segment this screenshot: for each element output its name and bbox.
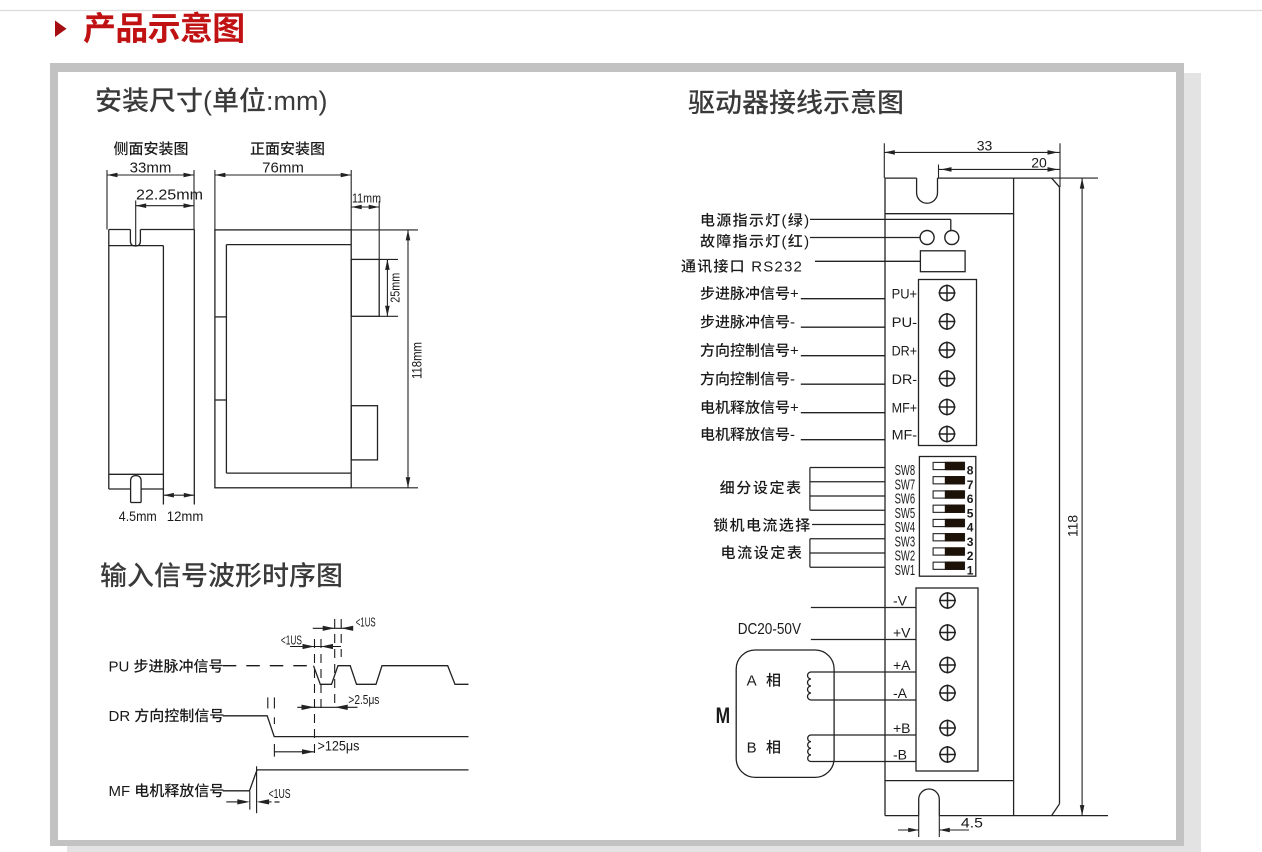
svg-text:): ) (804, 213, 810, 230)
svg-text:MF+: MF+ (892, 400, 918, 416)
svg-text:-A: -A (893, 685, 908, 701)
svg-text:DR-: DR- (892, 371, 918, 387)
svg-text:1: 1 (967, 563, 974, 577)
svg-text:PU+: PU+ (892, 286, 918, 302)
svg-text:118: 118 (1065, 515, 1081, 538)
svg-text:SW3: SW3 (895, 533, 916, 550)
svg-text:MF-: MF- (892, 427, 918, 443)
svg-text:DC20-50V: DC20-50V (738, 621, 802, 638)
svg-text:(: ( (782, 213, 788, 230)
svg-text:5: 5 (967, 506, 974, 520)
svg-text:B: B (747, 740, 757, 757)
svg-text:6: 6 (967, 492, 974, 506)
svg-text:2: 2 (967, 549, 974, 563)
svg-text:SW7: SW7 (895, 476, 916, 493)
svg-text:-B: -B (893, 747, 907, 763)
svg-text:-V: -V (893, 593, 908, 609)
svg-text::mm): :mm) (266, 86, 327, 116)
svg-text:M: M (716, 703, 731, 728)
svg-text:DR+: DR+ (892, 343, 918, 359)
svg-text:SW2: SW2 (895, 548, 916, 565)
svg-text:-: - (790, 371, 795, 388)
svg-text:>125μs: >125μs (318, 738, 360, 754)
svg-text:SW5: SW5 (895, 505, 916, 522)
svg-text:<1US: <1US (281, 633, 302, 648)
svg-text:4.5mm: 4.5mm (119, 508, 157, 524)
svg-text:SW4: SW4 (895, 519, 916, 536)
svg-text:22.25mm: 22.25mm (136, 187, 203, 204)
svg-text:+: + (790, 343, 799, 360)
svg-text:SW1: SW1 (895, 562, 916, 579)
svg-text:76mm: 76mm (262, 160, 304, 177)
svg-text:33: 33 (977, 138, 993, 154)
svg-text:): ) (804, 234, 810, 251)
svg-text:4: 4 (967, 521, 974, 535)
svg-text:SW8: SW8 (895, 462, 916, 479)
svg-text:(: ( (782, 234, 788, 251)
svg-text:+: + (790, 400, 799, 417)
svg-text:-: - (790, 314, 795, 331)
svg-text:(: ( (203, 86, 212, 116)
svg-text:MF: MF (109, 783, 131, 800)
svg-text:118mm: 118mm (409, 342, 425, 379)
svg-text:4.5: 4.5 (961, 815, 983, 831)
svg-text:A: A (747, 673, 757, 690)
svg-text:<1US: <1US (269, 786, 291, 801)
svg-text:+V: +V (893, 625, 911, 641)
svg-text:3: 3 (967, 535, 974, 549)
svg-text:-: - (790, 427, 795, 444)
svg-text:>2.5μs: >2.5μs (348, 692, 379, 707)
svg-text:PU: PU (109, 659, 130, 676)
svg-text:RS232: RS232 (751, 259, 803, 276)
svg-text:11mm: 11mm (352, 191, 381, 206)
svg-text:20: 20 (1031, 155, 1047, 171)
svg-text:12mm: 12mm (167, 508, 204, 524)
svg-text:7: 7 (967, 478, 974, 492)
svg-text:<1US: <1US (356, 614, 376, 629)
svg-text:8: 8 (967, 464, 974, 478)
svg-text:+A: +A (893, 657, 911, 673)
svg-text:PU-: PU- (892, 314, 918, 330)
svg-text:DR: DR (109, 708, 131, 725)
svg-text:SW6: SW6 (895, 491, 916, 508)
svg-text:25mm: 25mm (388, 273, 403, 303)
svg-text:+B: +B (893, 720, 911, 736)
svg-text:+: + (790, 286, 799, 303)
svg-text:33mm: 33mm (130, 160, 172, 177)
